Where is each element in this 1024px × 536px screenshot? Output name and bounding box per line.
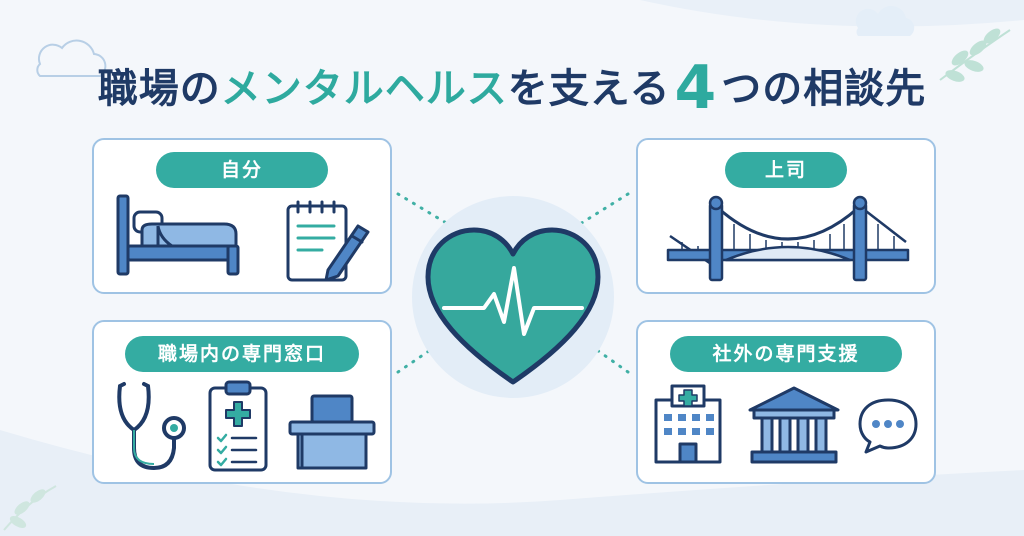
- card-boss-label: 上司: [725, 152, 847, 188]
- title-part2: メンタルヘルス: [220, 66, 508, 112]
- stethoscope-icon: [117, 382, 186, 471]
- bed-icon: [116, 194, 240, 276]
- title-part3: を支える: [507, 66, 671, 112]
- card-boss: 上司: [636, 138, 936, 294]
- cloud-icon: [36, 39, 107, 77]
- card-self: 自分: [92, 138, 392, 294]
- card-work-label: 職場内の専門窓口: [125, 336, 359, 372]
- clipboard-medical-icon: [208, 380, 268, 472]
- chat-bubble-icon: [858, 398, 918, 454]
- card-ext-label: 社外の専門支援: [670, 336, 902, 372]
- title-part1: 職場の: [97, 66, 221, 112]
- card-ext: 社外の専門支援: [636, 320, 936, 484]
- bridge-icon: [666, 195, 910, 282]
- desk-icon: [288, 394, 376, 470]
- leaf-decoration: [939, 28, 1011, 82]
- bank-icon: [748, 386, 840, 464]
- card-self-label: 自分: [156, 152, 328, 188]
- cloud-icon: [855, 5, 915, 36]
- title-part4: つの相談先: [721, 66, 927, 112]
- leaf-decoration: [3, 485, 57, 531]
- title-number: 4: [674, 53, 718, 123]
- heart-pulse-icon: [425, 227, 601, 385]
- notepad-pen-icon: [286, 200, 370, 282]
- hospital-icon: [654, 384, 722, 464]
- card-work: 職場内の専門窓口: [92, 320, 392, 484]
